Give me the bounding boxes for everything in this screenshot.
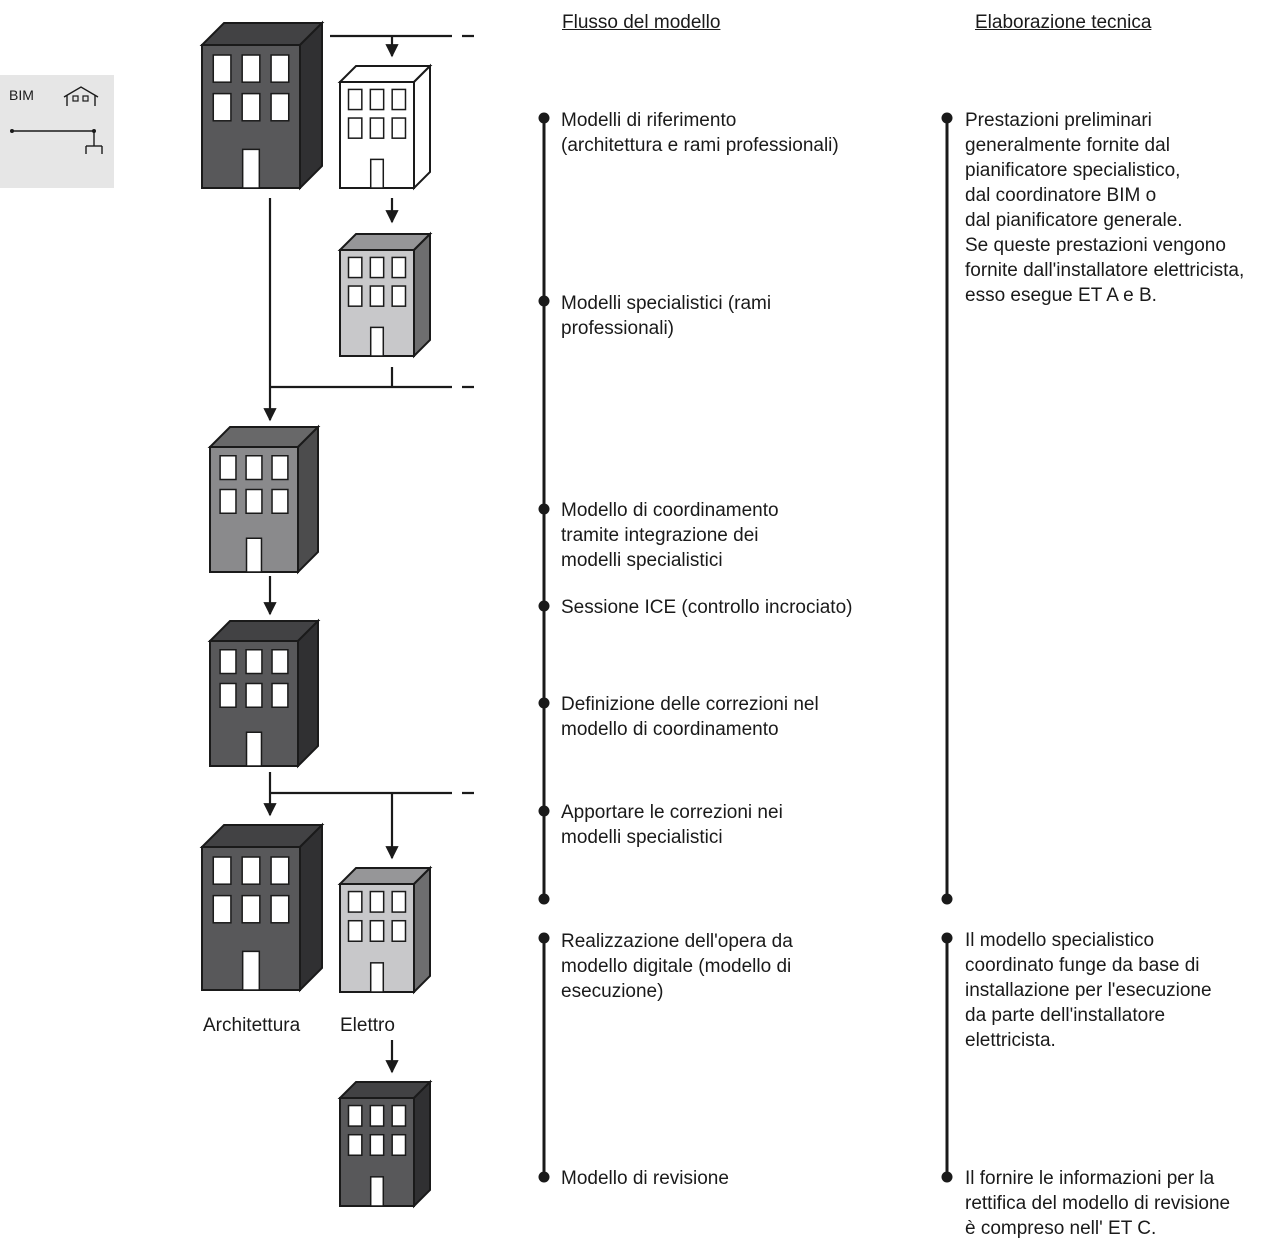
- building-icon: [337, 1079, 433, 1209]
- technical-note: Il fornire le informazioni per la rettif…: [965, 1168, 1231, 1239]
- bim-icon: [10, 86, 103, 154]
- flow-step: Realizzazione dell'opera da modello digi…: [561, 931, 793, 1002]
- flow-step: Modelli specialistici (rami professional…: [561, 293, 772, 339]
- timelines-group: [538, 112, 953, 1183]
- flow-step: Modello di coordinamento tramite integra…: [561, 500, 779, 571]
- building-icon: [207, 424, 321, 575]
- flow-step: Sessione ICE (controllo incrociato): [561, 597, 853, 618]
- timeline-dot: [538, 697, 550, 709]
- caption-architecture: Architettura: [203, 1015, 301, 1036]
- timeline-dot: [538, 893, 550, 905]
- building-icon: [199, 20, 325, 191]
- bim-badge: BIM: [0, 75, 114, 188]
- building-icon: [337, 231, 433, 359]
- building-icon: [207, 618, 321, 769]
- building-icon: [337, 63, 433, 191]
- flow-step: Apportare le correzioni nei modelli spec…: [561, 802, 783, 848]
- timeline-dot: [941, 893, 953, 905]
- timeline-dot: [538, 295, 550, 307]
- building-icon: [337, 865, 433, 995]
- timeline-dot: [538, 805, 550, 817]
- bim-label: BIM: [9, 87, 34, 103]
- buildings-group: [199, 20, 433, 1209]
- caption-electrical: Elettro: [340, 1015, 395, 1036]
- timeline-dot: [538, 1171, 550, 1183]
- flow-step: Modelli di riferimento (architettura e r…: [561, 110, 839, 156]
- timeline-dot: [941, 112, 953, 124]
- timeline-dot: [538, 600, 550, 612]
- connectors-group: [263, 34, 475, 1074]
- header-flow: Flusso del modello: [562, 12, 721, 33]
- technical-note: Prestazioni preliminari generalmente for…: [965, 110, 1245, 306]
- timeline-dot: [538, 503, 550, 515]
- timeline-dot: [941, 1171, 953, 1183]
- flow-step: Modello di revisione: [561, 1168, 729, 1189]
- timeline-dot: [538, 112, 550, 124]
- timeline-dot: [941, 932, 953, 944]
- timeline-dot: [538, 932, 550, 944]
- flow-step: Definizione delle correzioni nel modello…: [561, 694, 819, 740]
- header-technical: Elaborazione tecnica: [975, 12, 1152, 33]
- technical-note: Il modello specialistico coordinato fung…: [965, 930, 1212, 1051]
- building-icon: [199, 822, 325, 993]
